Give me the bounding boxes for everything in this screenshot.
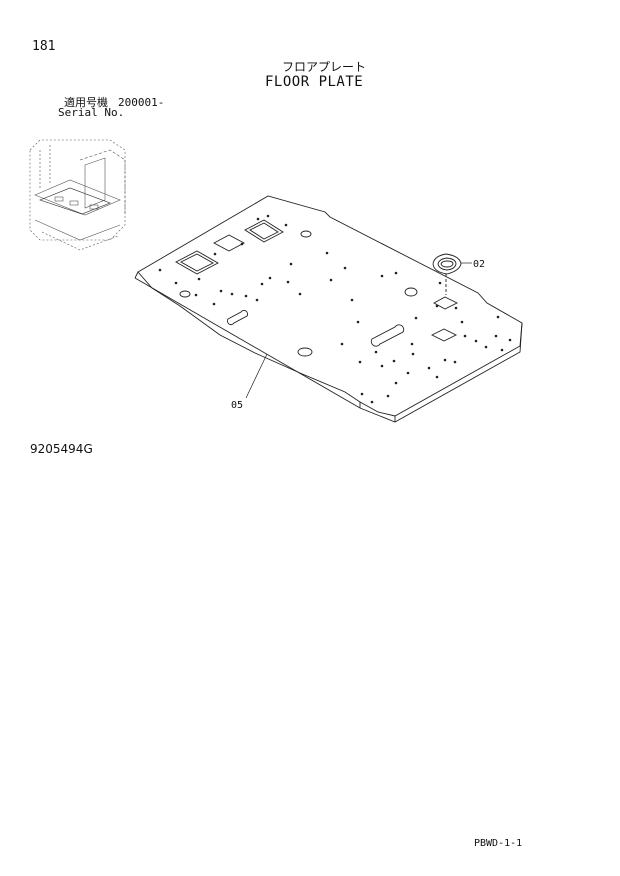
title-japanese: フロアプレート <box>282 60 367 74</box>
bolt-holes <box>158 214 512 404</box>
drawing-number: 9205494G <box>30 442 93 456</box>
serial-value: 200001- <box>118 96 165 109</box>
title-english: FLOOR PLATE <box>265 74 364 90</box>
serial-label-english: Serial No. <box>58 106 125 119</box>
callout-label-05: 05 <box>231 400 243 411</box>
machine-locator-thumbnail <box>29 139 126 251</box>
serial-label-japanese: 適用号機 <box>64 96 108 109</box>
leader-lines <box>245 262 472 399</box>
grommet-part <box>432 253 462 295</box>
floor-plate <box>134 195 523 423</box>
page-code: PBWD-1-1 <box>474 838 523 849</box>
callout-label-02: 02 <box>473 259 485 270</box>
page-number: 181 <box>32 39 56 54</box>
